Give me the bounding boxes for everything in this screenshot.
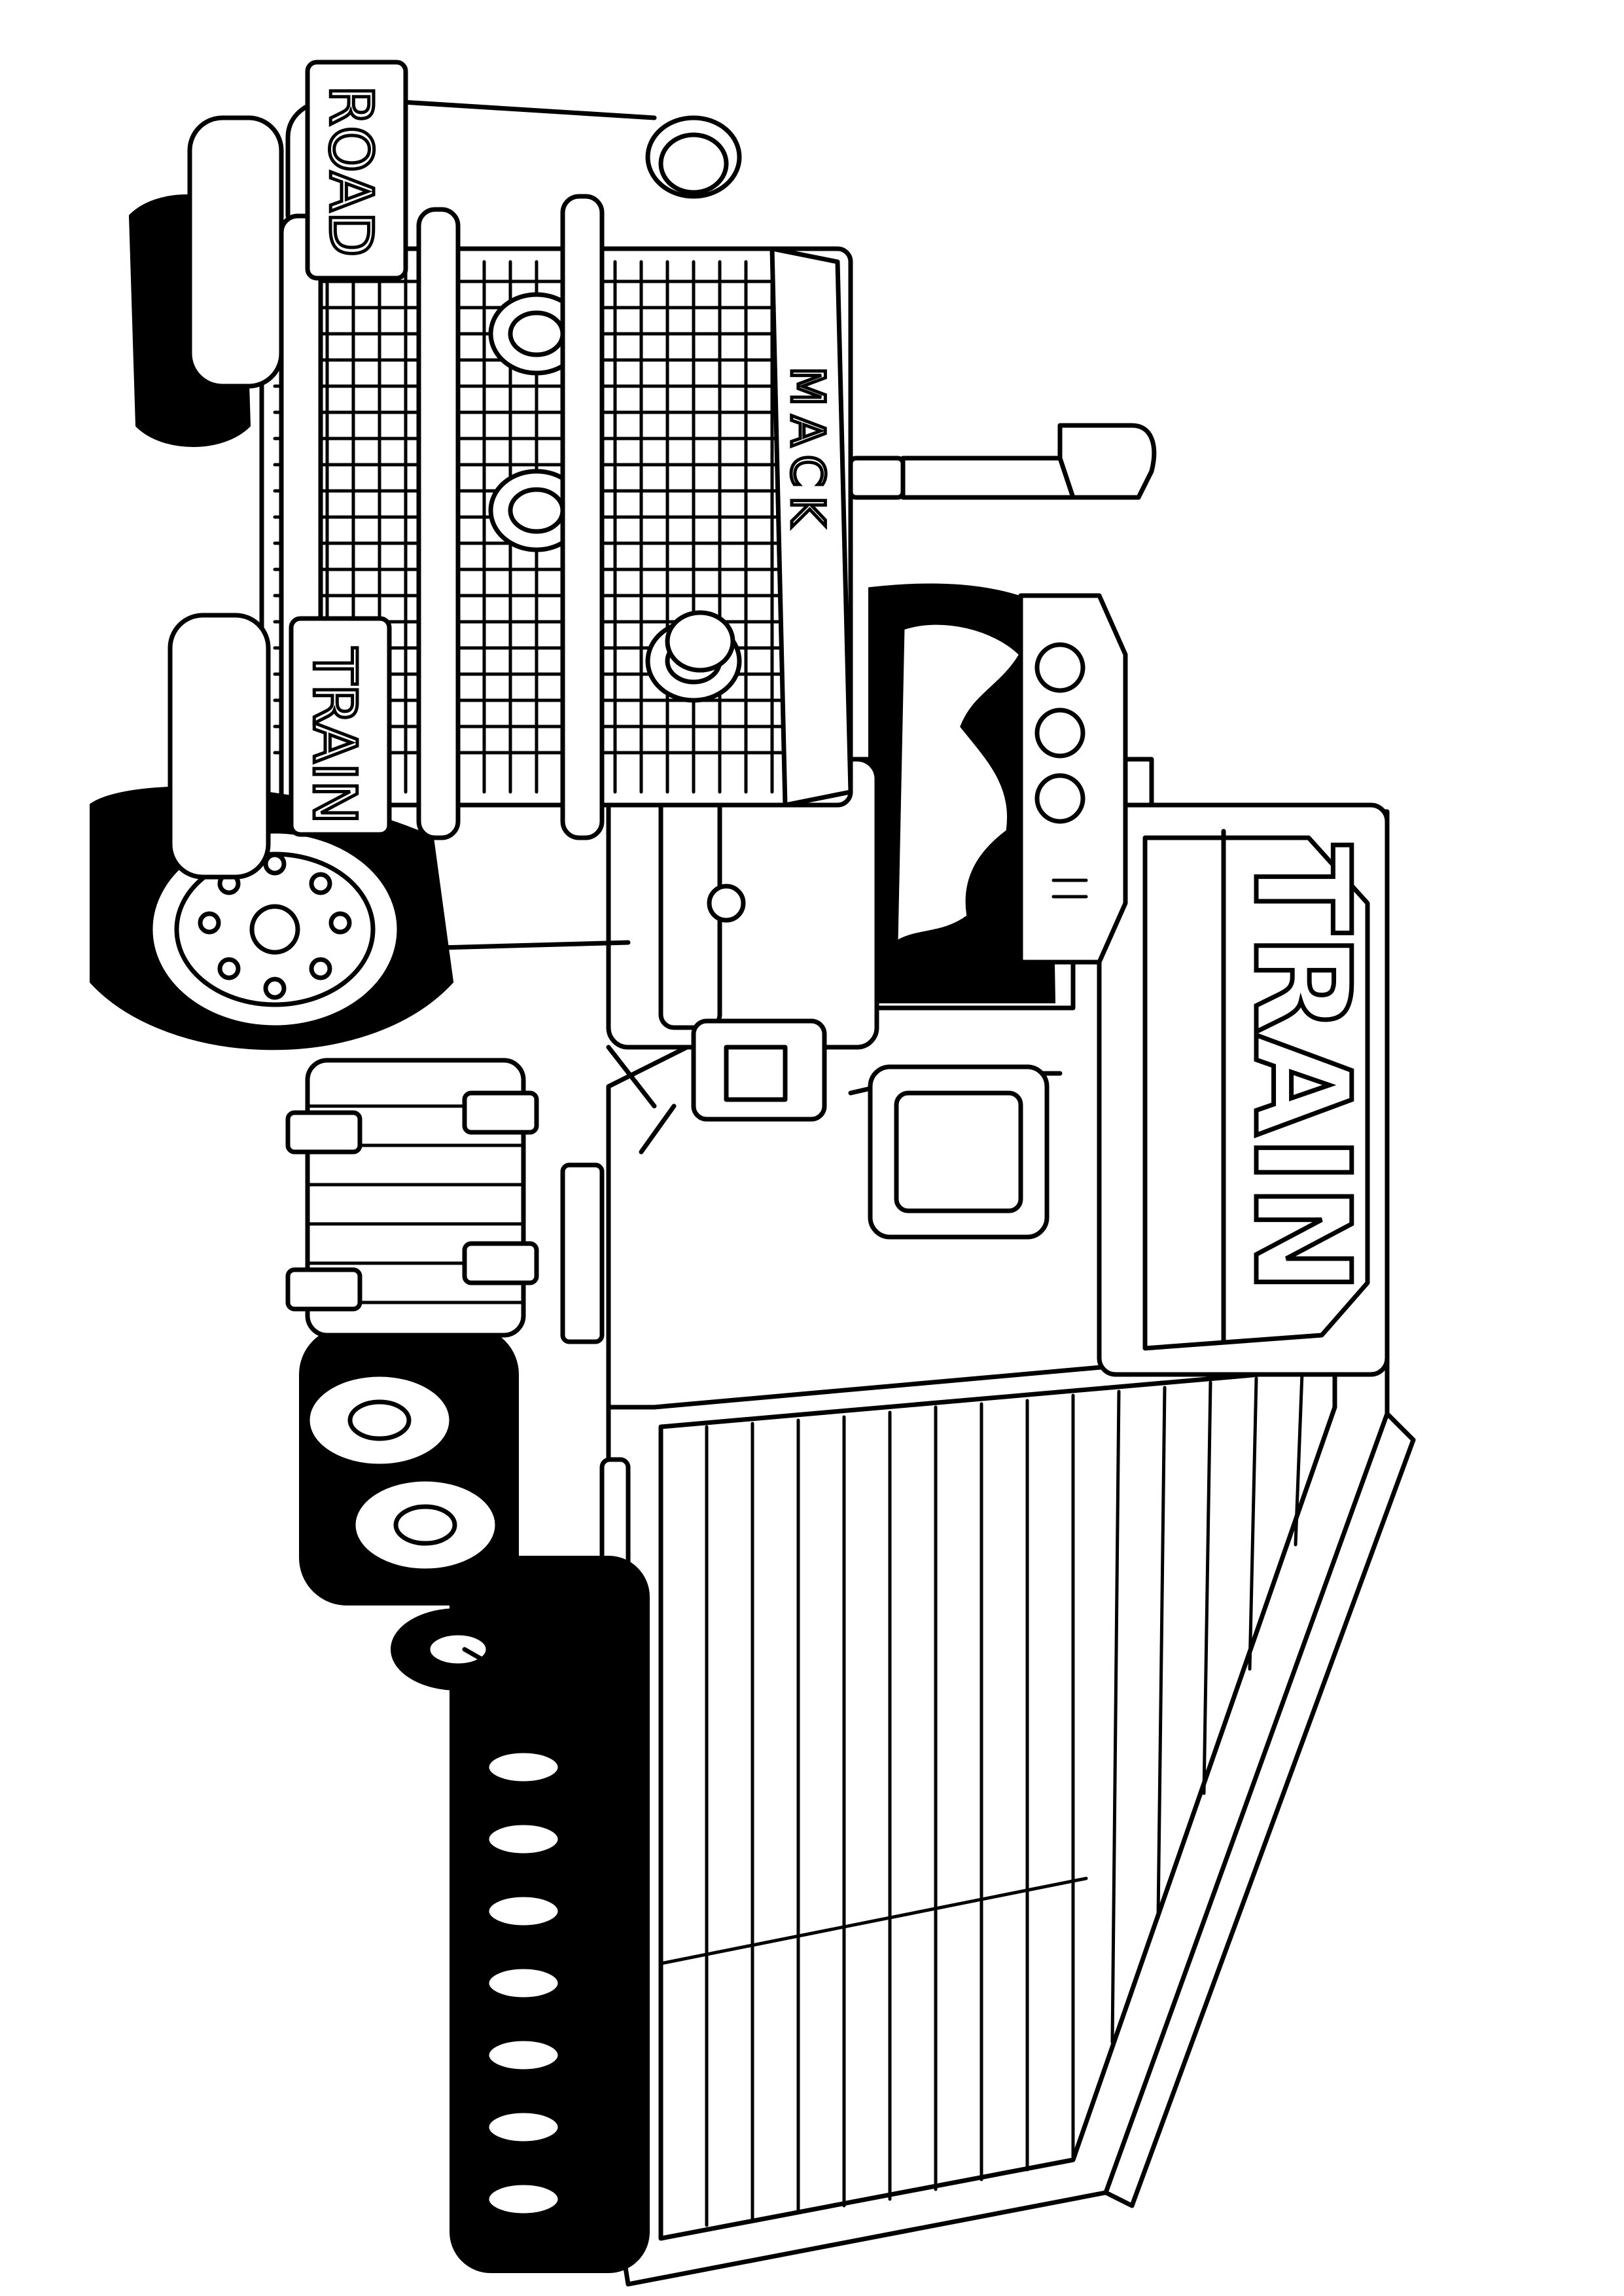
grille-brand: MACK	[781, 367, 834, 535]
front-wheels	[90, 115, 454, 1050]
sign-train-text: TRAIN	[300, 647, 368, 824]
fuel-tank	[285, 1058, 539, 1338]
cab-lower	[606, 753, 879, 1155]
exhaust-stack	[848, 423, 1157, 500]
sign-road: ROAD	[305, 60, 408, 281]
trailer-ribs	[659, 1371, 1304, 2227]
roof-lights	[658, 132, 735, 673]
sign-road-text: ROAD	[316, 85, 385, 257]
trailer	[599, 1339, 1416, 2287]
drive-wheels	[299, 1327, 525, 1691]
cab-side-text: TRAIN	[1225, 844, 1377, 1294]
sleeper	[835, 583, 1128, 1011]
trailer-wheels	[450, 1556, 650, 2273]
sign-train: TRAIN	[289, 616, 392, 837]
